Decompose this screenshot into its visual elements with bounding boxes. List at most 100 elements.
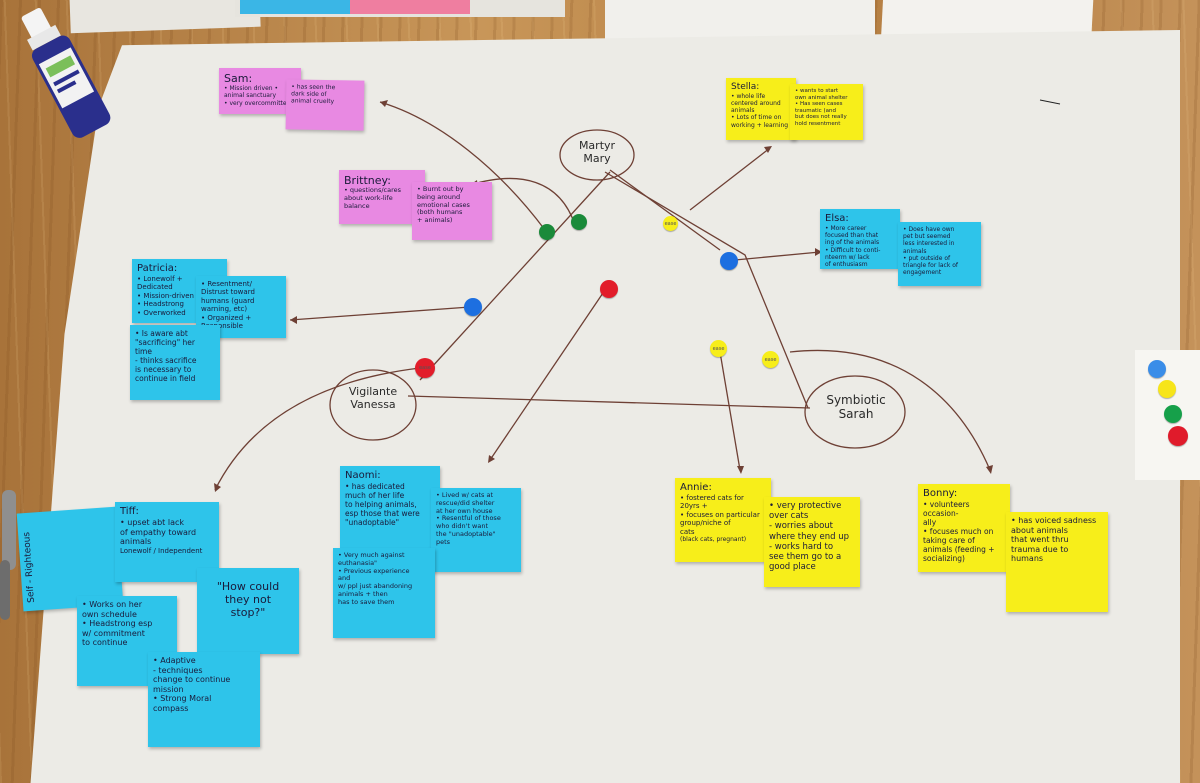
brittney-line: about work-life <box>344 193 393 202</box>
annie-line: (black cats, pregnant) <box>680 535 747 543</box>
martyr-mary-label: Martyr Mary <box>560 139 634 165</box>
tiff-d-line: mission <box>153 684 184 694</box>
tiff-c-line: • Headstrong esp <box>82 619 153 629</box>
naomi-b-line: at her own house <box>436 506 493 515</box>
elsa-b-line: • put outside of <box>903 254 951 262</box>
arrow-to-elsa <box>734 251 821 261</box>
naomi-c-line: w/ ppl just abandoning <box>338 582 413 591</box>
stella-line: • Lots of time on <box>731 114 782 122</box>
background-sheet-pink <box>350 0 470 14</box>
bonny-line: taking care of <box>923 536 975 545</box>
green-dot-2 <box>571 214 587 230</box>
yellow-dot-1 <box>663 216 678 231</box>
elsa-line: of enthusiasm <box>825 260 868 268</box>
annie-b-line: - worries about <box>769 521 834 532</box>
symbiotic-line2: Sarah <box>838 406 874 421</box>
bonny-b-line: humans <box>1011 554 1044 564</box>
brittney-title: Brittney: <box>344 174 391 187</box>
arrow-to-brittney <box>469 177 576 226</box>
vigilante-vanessa-label: Vigilante Vanessa <box>330 385 416 411</box>
sam-line: animal sanctuary <box>224 92 276 100</box>
brittney-note: Brittney: • questions/cares about work-l… <box>339 170 425 224</box>
naomi-line: esp those that were <box>345 509 420 518</box>
self-righteous-label: Self - Righteous <box>22 531 37 604</box>
tiff-note-4: • Adaptive - techniques change to contin… <box>148 652 260 747</box>
tiff-d-line: - techniques <box>153 665 203 675</box>
annie-line: • focuses on particular <box>680 510 760 519</box>
patricia-b-line: • Resentment/ <box>201 280 253 288</box>
dot-label-1: ease <box>664 221 677 227</box>
bonny-note-2: • has voiced sadness about animals that … <box>1006 512 1108 612</box>
brittney-line: • questions/cares <box>344 186 402 195</box>
bonny-line: • volunteers occasion- <box>923 500 970 518</box>
stella-line: • whole life <box>731 92 766 100</box>
tiff-c-line: • Works on her <box>82 600 143 609</box>
sheet-dot-yellow <box>1158 380 1176 398</box>
stella-b-line: traumatic (and <box>795 107 836 114</box>
bonny-b-line: trauma due to <box>1011 544 1069 554</box>
naomi-c-line: • Previous experience <box>338 566 410 575</box>
patricia-c-line: • Is aware abt <box>135 329 188 338</box>
patricia-c-line: - thinks sacrifice <box>135 356 197 365</box>
spray-bottle <box>21 8 111 138</box>
tiff-line: of empathy toward <box>120 527 197 537</box>
bonny-title: Bonny: <box>923 488 958 499</box>
stella-b-line: hold resentment <box>795 120 841 127</box>
marker-pen-2 <box>0 560 10 620</box>
elsa-b-line: pet but seemed <box>903 233 951 241</box>
stella-b-line: own animal shelter <box>795 94 848 101</box>
arrowhead-elsa <box>815 248 822 256</box>
patricia-line: • Lonewolf + <box>137 275 183 283</box>
patricia-c-line: time <box>135 347 152 356</box>
stella-note: Stella: • whole life centered around ani… <box>726 78 796 140</box>
naomi-note-2: • Lived w/ cats at rescue/did shelter at… <box>431 488 521 572</box>
elsa-b-line: • Does have own <box>903 226 955 233</box>
tiff-line: Lonewolf / Independent <box>120 546 203 555</box>
patricia-b-line: • Organized + <box>201 313 252 322</box>
patricia-line: • Overworked <box>137 308 186 317</box>
triangle-bottom-edge <box>407 395 811 409</box>
sam-note-2: • has seen the dark side of animal cruel… <box>285 79 365 131</box>
yellow-dot-2 <box>710 340 727 357</box>
arrow-to-sam <box>379 101 546 231</box>
arrow-to-naomi <box>489 289 606 461</box>
arrow-to-bonny <box>789 349 991 471</box>
patricia-line: • Mission-driven <box>137 291 194 300</box>
tiff-d-line: compass <box>153 703 189 713</box>
stella-b-line: but does not really <box>795 114 847 121</box>
triangle-top-edge <box>604 171 809 409</box>
bonny-b-line: about animals <box>1011 525 1068 535</box>
sam-b-line: animal cruelty <box>290 97 335 106</box>
martyr-line1: Martyr <box>578 139 616 152</box>
arrow-to-patricia <box>289 306 471 321</box>
brittney-b-line: being around <box>417 192 461 201</box>
naomi-b-line: rescue/did shelter <box>436 498 495 507</box>
annie-b-line: - works hard to <box>769 541 834 552</box>
naomi-title: Naomi: <box>345 470 381 481</box>
red-dot-1 <box>600 280 618 298</box>
sam-title: Sam: <box>224 72 253 85</box>
elsa-b-line: animals <box>903 247 927 255</box>
naomi-b-line: • Resentful of those <box>436 514 501 523</box>
brittney-note-2: • Burnt out by being around emotional ca… <box>412 182 492 240</box>
arrowhead-patricia <box>290 316 297 324</box>
tiff-d-line: • Adaptive <box>153 656 196 665</box>
sam-line: • Mission driven • <box>224 85 279 93</box>
symbiotic-sarah-label: Symbiotic Sarah <box>808 393 904 422</box>
vigilante-line1: Vigilante <box>348 385 398 398</box>
elsa-line: • Difficult to conti- <box>825 246 881 254</box>
bonny-line: socializing) <box>923 554 965 563</box>
patricia-line: • Headstrong <box>137 300 184 309</box>
arrow-to-stella <box>689 147 771 211</box>
marker-pen-1 <box>2 490 16 570</box>
arrow-to-tiff <box>214 367 421 491</box>
brittney-b-line: • Burnt out by <box>417 185 464 193</box>
arrowhead-stella <box>764 146 772 153</box>
elsa-note: Elsa: • More career focused than that in… <box>820 209 900 269</box>
brittney-b-line: (both humans <box>417 208 463 217</box>
naomi-c-line: • Very much against <box>338 551 405 559</box>
naomi-line: • has dedicated <box>345 482 405 491</box>
tiff-title: Tiff: <box>120 506 139 517</box>
patricia-b-line: Responsible <box>201 321 243 330</box>
